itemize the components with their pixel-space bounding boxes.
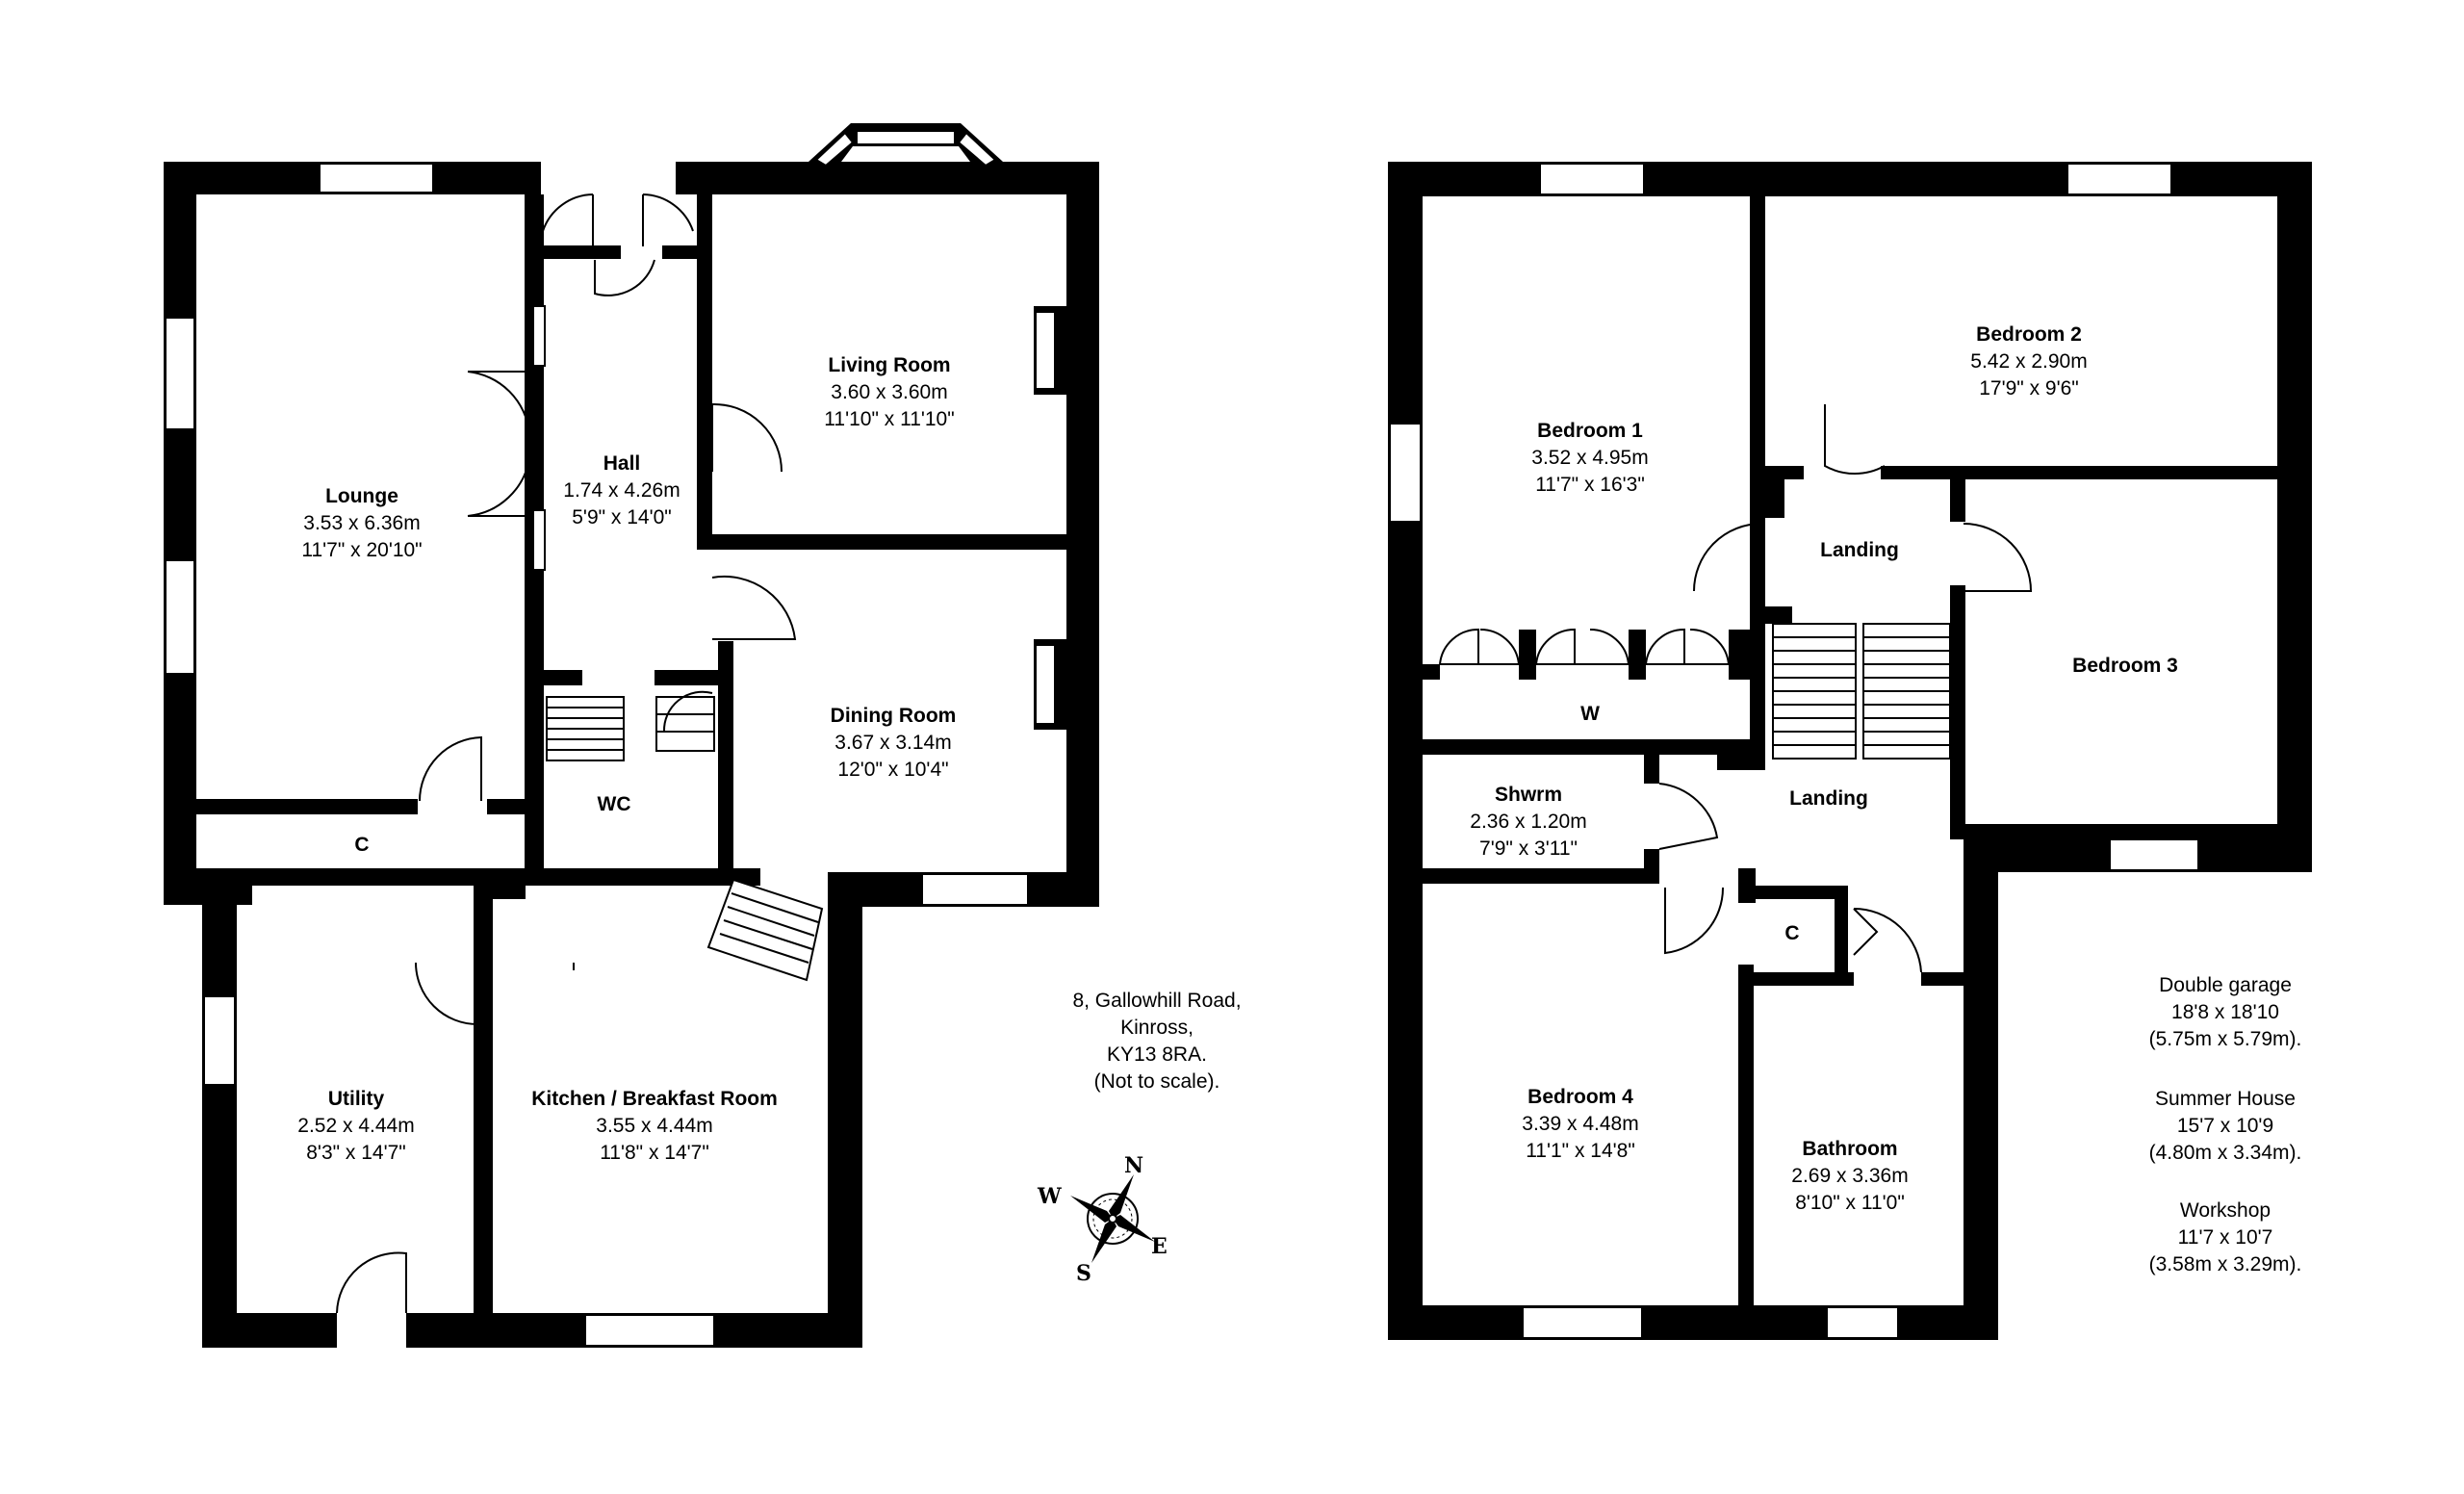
outbuilding-name: Double garage [2159, 974, 2292, 996]
room-imperial-shwrm: 7'9" x 3'11" [1479, 837, 1578, 860]
room-name-shwrm: Shwrm [1495, 784, 1562, 806]
outbuilding-metric: (5.75m x 5.79m). [2149, 1028, 2302, 1050]
bay-window [808, 123, 1003, 167]
outbuilding-name: Summer House [2155, 1088, 2296, 1110]
first-floor-labels: Bedroom 1 3.52 x 4.95m 11'7" x 16'3" Bed… [1470, 323, 2178, 1214]
room-name-hall: Hall [603, 452, 641, 475]
compass-north: N [1124, 1153, 1143, 1178]
room-name-cupboard2: C [1784, 922, 1799, 944]
room-metric-bed4: 3.39 x 4.48m [1522, 1113, 1638, 1135]
outbuilding-size: 18'8 x 18'10 [2171, 1001, 2279, 1023]
room-metric-shwrm: 2.36 x 1.20m [1470, 811, 1586, 833]
room-imperial-hall: 5'9" x 14'0" [572, 506, 672, 528]
compass-east: E [1151, 1234, 1168, 1259]
room-imperial-living: 11'10" x 11'10" [824, 408, 954, 430]
room-metric-bed1: 3.52 x 4.95m [1531, 447, 1648, 469]
ground-floor [164, 123, 1099, 1348]
room-imperial-dining: 12'0" x 10'4" [837, 759, 948, 781]
wardrobe-doors [1439, 628, 1750, 665]
ground-floor-stairs [546, 690, 824, 982]
room-metric-bathroom: 2.69 x 3.36m [1791, 1165, 1908, 1187]
compass [1070, 1174, 1155, 1263]
outbuildings-block: Double garage 18'8 x 18'10 (5.75m x 5.79… [2149, 974, 2302, 1275]
room-name-wardrobe: W [1580, 703, 1600, 725]
room-name-lounge: Lounge [325, 485, 398, 507]
address-line: Kinross, [1120, 1017, 1194, 1039]
room-name-living: Living Room [828, 354, 950, 376]
address-line: 8, Gallowhill Road, [1072, 990, 1241, 1012]
address-line: KY13 8RA. [1107, 1043, 1207, 1066]
room-metric-bed2: 5.42 x 2.90m [1970, 350, 2087, 373]
room-metric-hall: 1.74 x 4.26m [563, 479, 680, 502]
room-metric-living: 3.60 x 3.60m [831, 381, 947, 403]
room-name-landing-top: Landing [1820, 539, 1899, 561]
outbuilding-metric: (4.80m x 3.34m). [2149, 1142, 2302, 1164]
room-metric-utility: 2.52 x 4.44m [297, 1115, 414, 1137]
compass-west: W [1037, 1184, 1062, 1209]
room-name-utility: Utility [328, 1088, 385, 1110]
room-name-bed4: Bedroom 4 [1527, 1086, 1633, 1108]
room-name-cupboard: C [354, 834, 369, 856]
ground-floor-doors [336, 193, 797, 1314]
room-imperial-bed2: 17'9" x 9'6" [1979, 377, 2079, 399]
ground-floor-walls [164, 162, 1099, 1348]
room-name-kitchen: Kitchen / Breakfast Room [531, 1088, 778, 1110]
first-floor-stairs [1765, 606, 1951, 760]
ground-floor-labels: Lounge 3.53 x 6.36m 11'7" x 20'10" Hall … [297, 354, 956, 1164]
outbuilding-metric: (3.58m x 3.29m). [2149, 1253, 2302, 1275]
room-name-wc: WC [598, 793, 631, 815]
ground-floor-windows [165, 163, 1056, 1347]
first-floor-doors [1658, 404, 2033, 973]
first-floor-windows [1389, 163, 2199, 1339]
room-name-bed2: Bedroom 2 [1976, 323, 2082, 346]
compass-south: S [1076, 1261, 1091, 1286]
room-name-bed3: Bedroom 3 [2072, 655, 2178, 677]
room-name-dining: Dining Room [831, 705, 957, 727]
outbuilding-size: 15'7 x 10'9 [2177, 1115, 2273, 1137]
room-metric-kitchen: 3.55 x 4.44m [596, 1115, 712, 1137]
outbuilding-size: 11'7 x 10'7 [2178, 1226, 2273, 1249]
first-floor-walls [1388, 162, 2312, 1340]
room-imperial-utility: 8'3" x 14'7" [306, 1142, 406, 1164]
room-metric-lounge: 3.53 x 6.36m [303, 512, 420, 534]
room-name-landing: Landing [1789, 787, 1868, 810]
room-imperial-kitchen: 11'8" x 14'7" [600, 1142, 709, 1164]
room-imperial-bed1: 11'7" x 16'3" [1535, 474, 1645, 496]
room-imperial-bed4: 11'1" x 14'8" [1526, 1140, 1635, 1162]
address-line: (Not to scale). [1094, 1070, 1220, 1093]
first-floor [1388, 162, 2312, 1340]
room-name-bed1: Bedroom 1 [1537, 420, 1643, 442]
room-metric-dining: 3.67 x 3.14m [834, 732, 951, 754]
room-imperial-bathroom: 8'10" x 11'0" [1795, 1192, 1905, 1214]
outbuilding-name: Workshop [2180, 1199, 2271, 1222]
address-block: 8, Gallowhill Road, Kinross, KY13 8RA. (… [1072, 990, 1241, 1093]
room-imperial-lounge: 11'7" x 20'10" [301, 539, 422, 561]
room-name-bathroom: Bathroom [1802, 1138, 1897, 1160]
